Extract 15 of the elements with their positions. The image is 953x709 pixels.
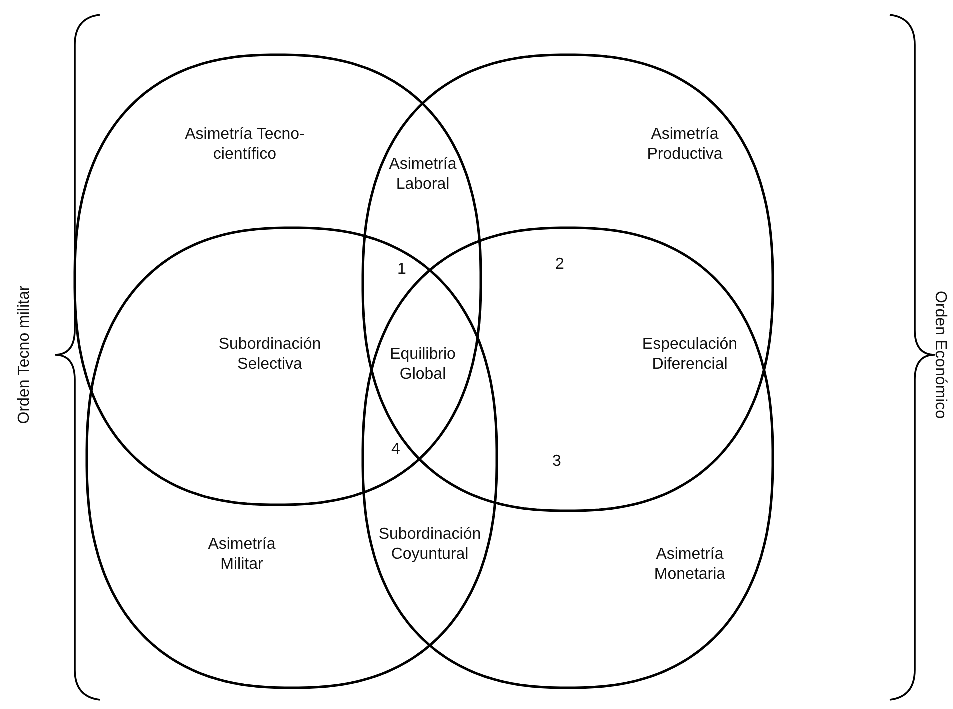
side-label: Orden Económico bbox=[931, 290, 949, 420]
region-label: Subordinación Coyuntural bbox=[378, 525, 482, 565]
region-label: Especulación Diferencial bbox=[641, 335, 739, 375]
region-label: Subordinación Selectiva bbox=[218, 335, 322, 375]
region-label: Asimetría Militar bbox=[207, 535, 277, 575]
region-label: Asimetría Productiva bbox=[646, 125, 724, 165]
region-number: 3 bbox=[552, 452, 562, 472]
region-label: Asimetría Monetaria bbox=[653, 545, 727, 585]
side-label: Orden Tecno militar bbox=[16, 286, 34, 424]
region-label: Asimetría Tecno-científico bbox=[184, 125, 306, 165]
region-number: 2 bbox=[554, 255, 566, 275]
region-label: Equilibrio Global bbox=[389, 345, 457, 385]
region-number: 1 bbox=[396, 260, 408, 280]
region-number: 4 bbox=[390, 440, 402, 460]
region-label: Asimetría Laboral bbox=[388, 155, 458, 195]
